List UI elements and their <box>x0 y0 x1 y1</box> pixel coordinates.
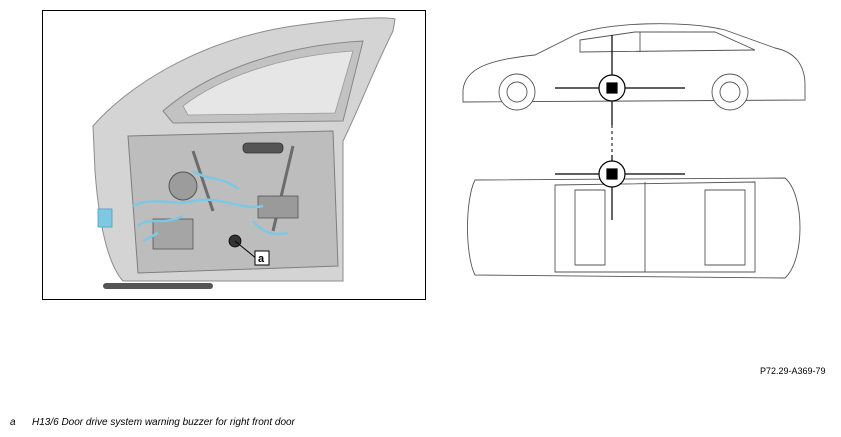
car-side-view <box>462 23 806 111</box>
legend-text: H13/6 Door drive system warning buzzer f… <box>32 417 295 428</box>
door-handle-recess <box>242 142 284 154</box>
control-module <box>152 218 194 250</box>
wiring-harness <box>132 169 289 243</box>
callout-box <box>254 250 270 266</box>
door-detail-illustration: a <box>42 10 426 300</box>
legend-key: a <box>10 417 16 428</box>
callout-label: a <box>258 253 265 265</box>
door-sill-bar <box>103 283 213 289</box>
speaker <box>168 171 198 201</box>
window-glass <box>182 50 354 116</box>
legend: a H13/6 Door drive system warning buzzer … <box>10 417 295 428</box>
wiring-connector <box>97 208 113 228</box>
door-drawing: a <box>92 17 396 289</box>
figure-code: P72.29-A369-79 <box>760 366 826 376</box>
car-top-view <box>467 177 801 279</box>
location-marker-side <box>555 35 685 125</box>
location-marker-top <box>555 155 685 220</box>
motor-unit <box>257 195 299 219</box>
callout-line <box>234 240 258 260</box>
vehicle-location-views <box>462 23 806 279</box>
